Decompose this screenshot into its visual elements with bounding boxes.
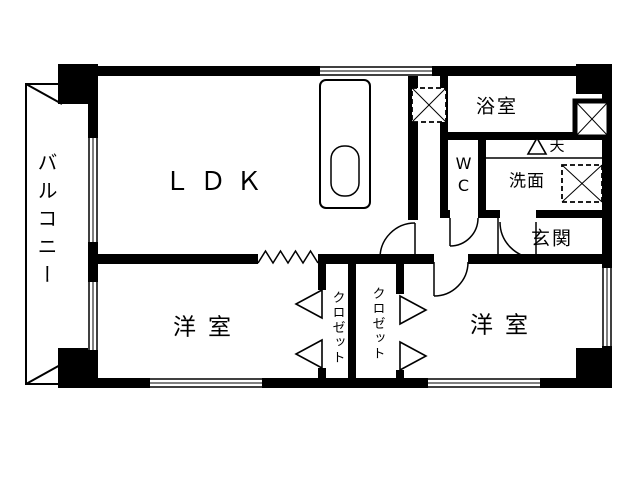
pipe-space-side-x2 xyxy=(561,164,603,203)
label-wc: WC xyxy=(454,154,473,198)
closet-left-door-top-triangle xyxy=(294,288,323,320)
bottom-wall xyxy=(60,378,612,388)
kitchen-counter-outline xyxy=(319,79,371,209)
door-arc-bedroom-right xyxy=(433,261,469,297)
label-ceiling-storage: 天 xyxy=(549,136,565,155)
balcony-corner-bottom xyxy=(25,363,63,385)
closet-right-wall-bottom xyxy=(396,370,404,388)
middle-wall-left xyxy=(92,254,258,264)
closet-divider-wall xyxy=(348,254,356,388)
closet-left-wall-top xyxy=(318,254,326,290)
bath-bottom-wall xyxy=(440,132,612,140)
kitchen-sink xyxy=(330,145,360,197)
pillar-top-right xyxy=(576,64,612,94)
balcony-window-ldk xyxy=(88,138,98,242)
balcony-rail xyxy=(25,83,88,385)
closet-left-door-bottom-triangle xyxy=(294,338,323,370)
duct-box-x2 xyxy=(574,100,610,138)
label-closet-left: クロゼット xyxy=(329,290,345,366)
doors xyxy=(379,217,537,297)
door-arc-ldk xyxy=(379,222,416,259)
wc-right-wall xyxy=(478,132,486,218)
closet-right-door-top-triangle xyxy=(399,294,428,326)
right-wall xyxy=(602,66,612,388)
sanitary-bottom-wall-c xyxy=(536,210,612,218)
top-window xyxy=(320,66,432,76)
label-bedroom-left: 洋室 xyxy=(173,314,243,341)
pillar-bottom-right xyxy=(576,348,612,388)
ceiling-storage-triangle xyxy=(526,136,548,155)
hatch-boxes xyxy=(411,87,612,203)
closet-right-wall-top xyxy=(396,254,404,294)
door-arc-wc xyxy=(449,217,479,247)
label-ldk: ＬＤＫ xyxy=(163,167,273,197)
closet-left-wall-bottom xyxy=(318,368,326,388)
pipe-space-dashed-top xyxy=(411,87,447,123)
ldk-right-wall xyxy=(408,66,418,220)
label-washroom: 洗面 xyxy=(509,171,545,192)
pipe-space-dashed-side xyxy=(561,164,603,203)
label-bedroom-right: 洋室 xyxy=(470,312,540,339)
label-bath: 浴室 xyxy=(475,95,519,118)
balcony-outline xyxy=(25,83,88,385)
accordion-partition xyxy=(257,249,319,265)
middle-wall-right xyxy=(468,254,612,264)
sanitary-bottom-wall-a xyxy=(440,210,450,218)
kitchen-counter xyxy=(319,79,371,209)
sanitary-bottom-wall-b xyxy=(478,210,500,218)
closet-right-door-bottom-triangle xyxy=(399,340,428,372)
duct-box-right xyxy=(572,98,612,140)
right-window xyxy=(602,268,612,346)
door-arc-entrance xyxy=(499,221,537,259)
label-entrance: 玄関 xyxy=(530,227,574,250)
pillar-top-left xyxy=(58,64,98,104)
middle-wall-center xyxy=(318,254,434,264)
pipe-space-top-x2 xyxy=(411,87,447,123)
balcony-window-bedroom xyxy=(88,282,98,350)
pillar-bottom-left xyxy=(58,348,98,388)
label-balcony: バルコニー xyxy=(34,152,58,292)
windows xyxy=(88,66,612,388)
bottom-window-right xyxy=(428,378,540,388)
label-closet-right: クロゼット xyxy=(369,286,385,362)
balcony-corner-top xyxy=(25,83,63,105)
bottom-window-left xyxy=(150,378,262,388)
closet-doors xyxy=(294,136,548,372)
